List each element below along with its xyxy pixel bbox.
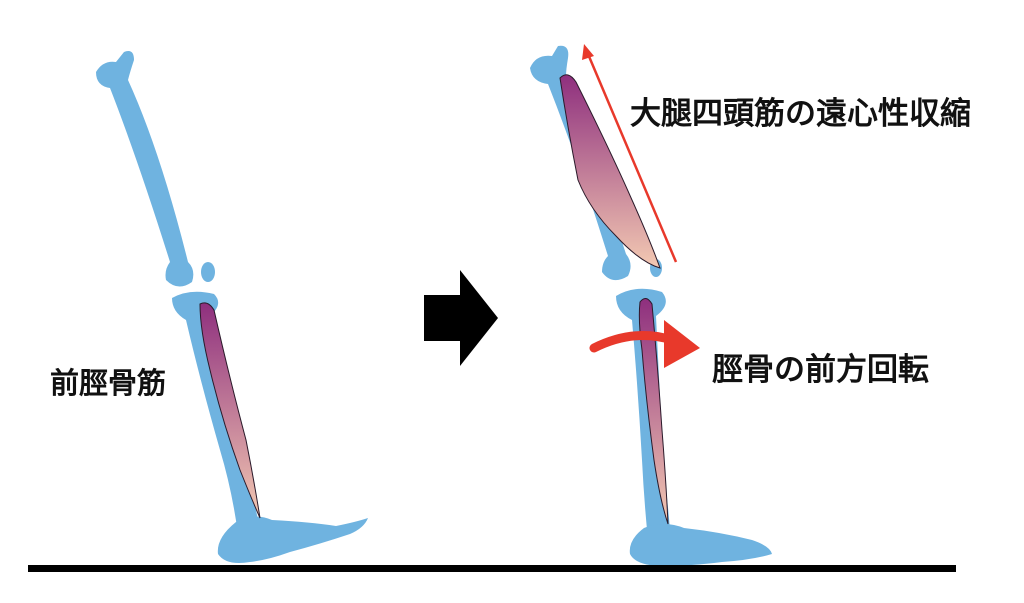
left-patella [201, 262, 215, 282]
tibia-rotation-label: 脛骨の前方回転 [712, 352, 929, 388]
tibia-rotation-arrow [589, 320, 700, 368]
ground-line [28, 565, 956, 572]
right-quadriceps-muscle [559, 74, 661, 269]
right-foot [629, 524, 772, 566]
left-femur [96, 51, 194, 287]
quad-elongation-arrow [582, 44, 678, 263]
left-tibialis-muscle [199, 302, 261, 519]
left-foot [217, 516, 368, 563]
right-leg [530, 45, 772, 566]
left-tibia [172, 291, 258, 534]
right-tibialis-muscle [638, 298, 669, 525]
transition-arrow [424, 270, 498, 366]
quadriceps-eccentric-label: 大腿四頭筋の遠心性収縮 [630, 96, 971, 132]
left-leg [96, 51, 368, 563]
tibialis-anterior-label: 前脛骨筋 [50, 366, 167, 400]
